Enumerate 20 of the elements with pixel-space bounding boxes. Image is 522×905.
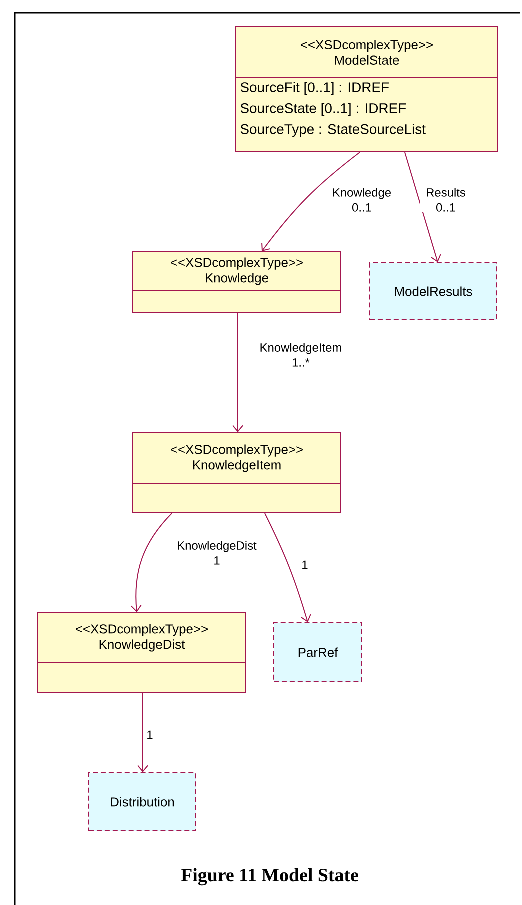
reference-box: Distribution bbox=[88, 772, 196, 832]
edge-label: Results 0..1 bbox=[420, 188, 472, 212]
edge-label: KnowledgeDist 1 bbox=[172, 540, 262, 566]
class-box: <<XSDcomplexType>> KnowledgeDist bbox=[38, 612, 246, 694]
class-box: <<XSDcomplexType>> ModelState SourceFit [0..1] : IDREF SourceState [0..1] : IDREF SourceType : StateSourceList bbox=[236, 26, 498, 152]
reference-box: ModelResults bbox=[370, 262, 498, 320]
arrow bbox=[262, 152, 360, 252]
edge-label: KnowledgeItem 1..* bbox=[250, 342, 352, 368]
arrow bbox=[264, 513, 312, 622]
arrow bbox=[138, 693, 148, 772]
figure-caption: Figure 11 Model State bbox=[181, 868, 358, 886]
arrow bbox=[130, 513, 172, 612]
arrow bbox=[404, 152, 442, 262]
class-box: <<XSDcomplexType>> Knowledge bbox=[132, 252, 342, 314]
arrow bbox=[232, 313, 244, 432]
reference-box: ParRef bbox=[274, 622, 362, 682]
edge-label: Knowledge 0..1 bbox=[330, 188, 394, 212]
edge-label: 1 bbox=[298, 560, 312, 570]
edge-label: 1 bbox=[144, 730, 156, 740]
class-box: <<XSDcomplexType>> KnowledgeItem bbox=[132, 432, 342, 514]
